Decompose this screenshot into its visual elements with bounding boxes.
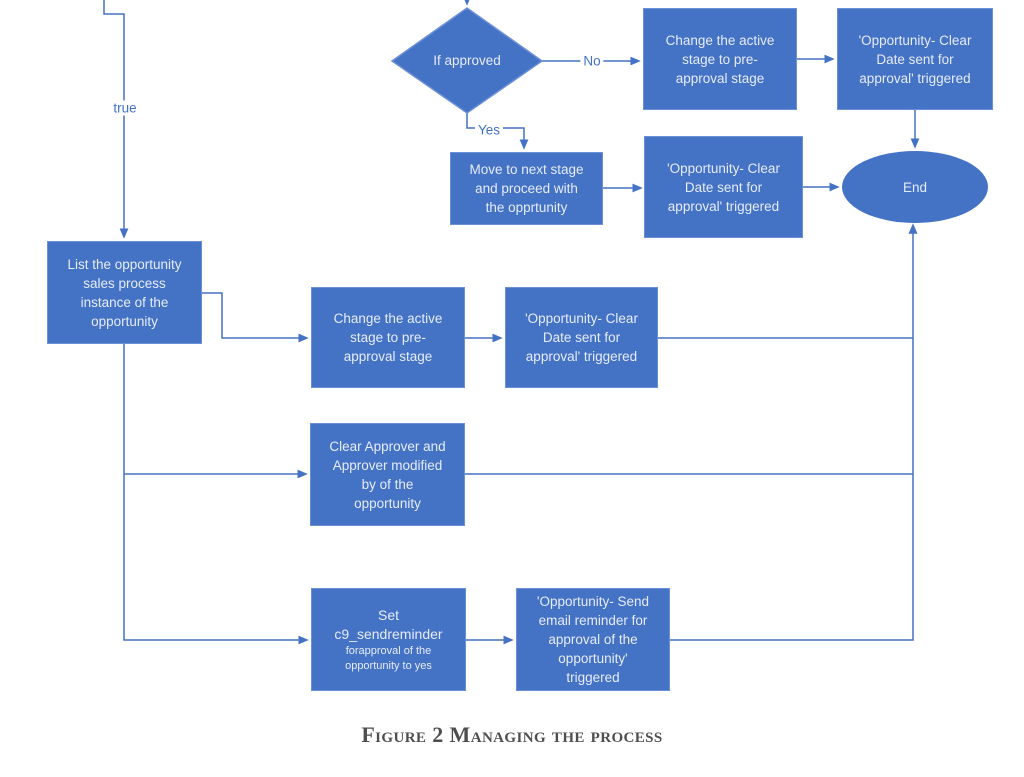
node-label: 'Opportunity- Clear Date sent for approv… bbox=[667, 160, 780, 214]
edge-true-branch bbox=[103, 0, 129, 239]
node-label: Change the active stage to pre- approval… bbox=[333, 311, 443, 364]
node-label-main: Set c9_sendreminder bbox=[334, 606, 443, 642]
node-label: If approved bbox=[433, 53, 501, 68]
node-label: End bbox=[902, 179, 928, 195]
edge-list-to-stage bbox=[202, 292, 309, 343]
node-label: 'Opportunity- Clear Date sent for approv… bbox=[525, 311, 638, 364]
node-label: Move to next stage and proceed with the … bbox=[469, 162, 584, 215]
node-change-stage-lower: Change the active stage to pre- approval… bbox=[311, 287, 465, 388]
node-label: Change the active stage to pre- approval… bbox=[665, 32, 775, 86]
node-clear-date-trigger-top: 'Opportunity- Clear Date sent for approv… bbox=[837, 8, 993, 110]
node-end: End bbox=[842, 151, 988, 223]
node-clear-approver: Clear Approver and Approver modified by … bbox=[310, 423, 465, 526]
node-move-next-stage: Move to next stage and proceed with the … bbox=[450, 152, 603, 225]
edge-label-yes: Yes bbox=[474, 122, 504, 138]
node-label: 'Opportunity- Clear Date sent for approv… bbox=[858, 32, 972, 86]
edge-trunk-to-set bbox=[123, 344, 309, 645]
node-label: 'Opportunity- Send email reminder for ap… bbox=[536, 594, 650, 685]
edge-label-no: No bbox=[580, 53, 604, 69]
node-list-opportunity: List the opportunity sales process insta… bbox=[47, 241, 202, 344]
node-label-sub: forapproval of the opportunity to yes bbox=[345, 644, 432, 672]
node-decision: If approved bbox=[392, 8, 542, 113]
node-clear-date-trigger-lower: 'Opportunity- Clear Date sent for approv… bbox=[505, 287, 658, 388]
node-send-email-trigger: 'Opportunity- Send email reminder for ap… bbox=[516, 588, 670, 691]
edge-send-to-end bbox=[670, 223, 918, 641]
figure-caption: Figure 2 Managing the process bbox=[361, 722, 663, 747]
node-label: Clear Approver and Approver modified by … bbox=[329, 438, 446, 511]
edge-label-true: true bbox=[110, 100, 140, 116]
decision-diamond-shape bbox=[390, 7, 544, 114]
node-set-reminder: Set c9_sendreminder forapproval of the o… bbox=[311, 588, 466, 691]
node-label: List the opportunity sales process insta… bbox=[67, 256, 182, 329]
node-clear-date-trigger-mid: 'Opportunity- Clear Date sent for approv… bbox=[644, 136, 803, 238]
node-change-stage-top: Change the active stage to pre- approval… bbox=[643, 8, 797, 110]
